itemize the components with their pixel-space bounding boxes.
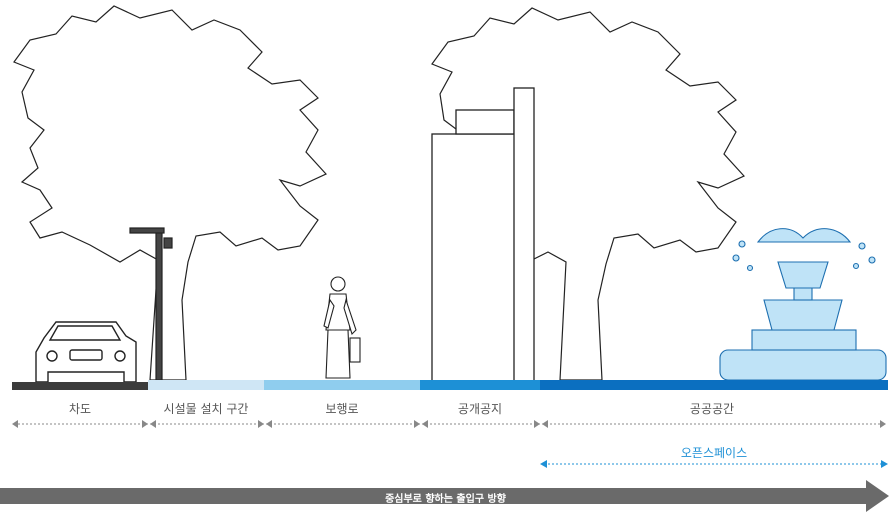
zone-label-roadway: 차도	[68, 402, 92, 416]
fountain-icon	[719, 228, 887, 381]
building-icon	[431, 87, 535, 383]
direction-arrow	[0, 480, 889, 512]
zone-band-roadway	[12, 382, 148, 390]
zone-band-facility	[148, 380, 264, 390]
zone-band-public-space	[540, 380, 888, 390]
direction-label: 중심부로 향하는 출입구 방향	[385, 494, 506, 505]
zone-label-facility: 시설물 설치 구간	[163, 402, 249, 416]
car-icon	[35, 321, 137, 383]
pedestrian-icon	[323, 276, 361, 379]
zone-band-sidewalk	[264, 380, 420, 390]
zone-band-public-plaza	[420, 380, 540, 390]
zone-label-public-space: 공공공간	[689, 402, 735, 416]
open-space-dimension	[540, 460, 888, 468]
tree-left	[13, 5, 327, 381]
open-space-label: 오픈스페이스	[680, 446, 748, 460]
zone-label-sidewalk: 보행로	[325, 402, 359, 416]
dimension-arrowheads	[12, 420, 886, 428]
zone-label-public-plaza: 공개공지	[457, 402, 503, 416]
